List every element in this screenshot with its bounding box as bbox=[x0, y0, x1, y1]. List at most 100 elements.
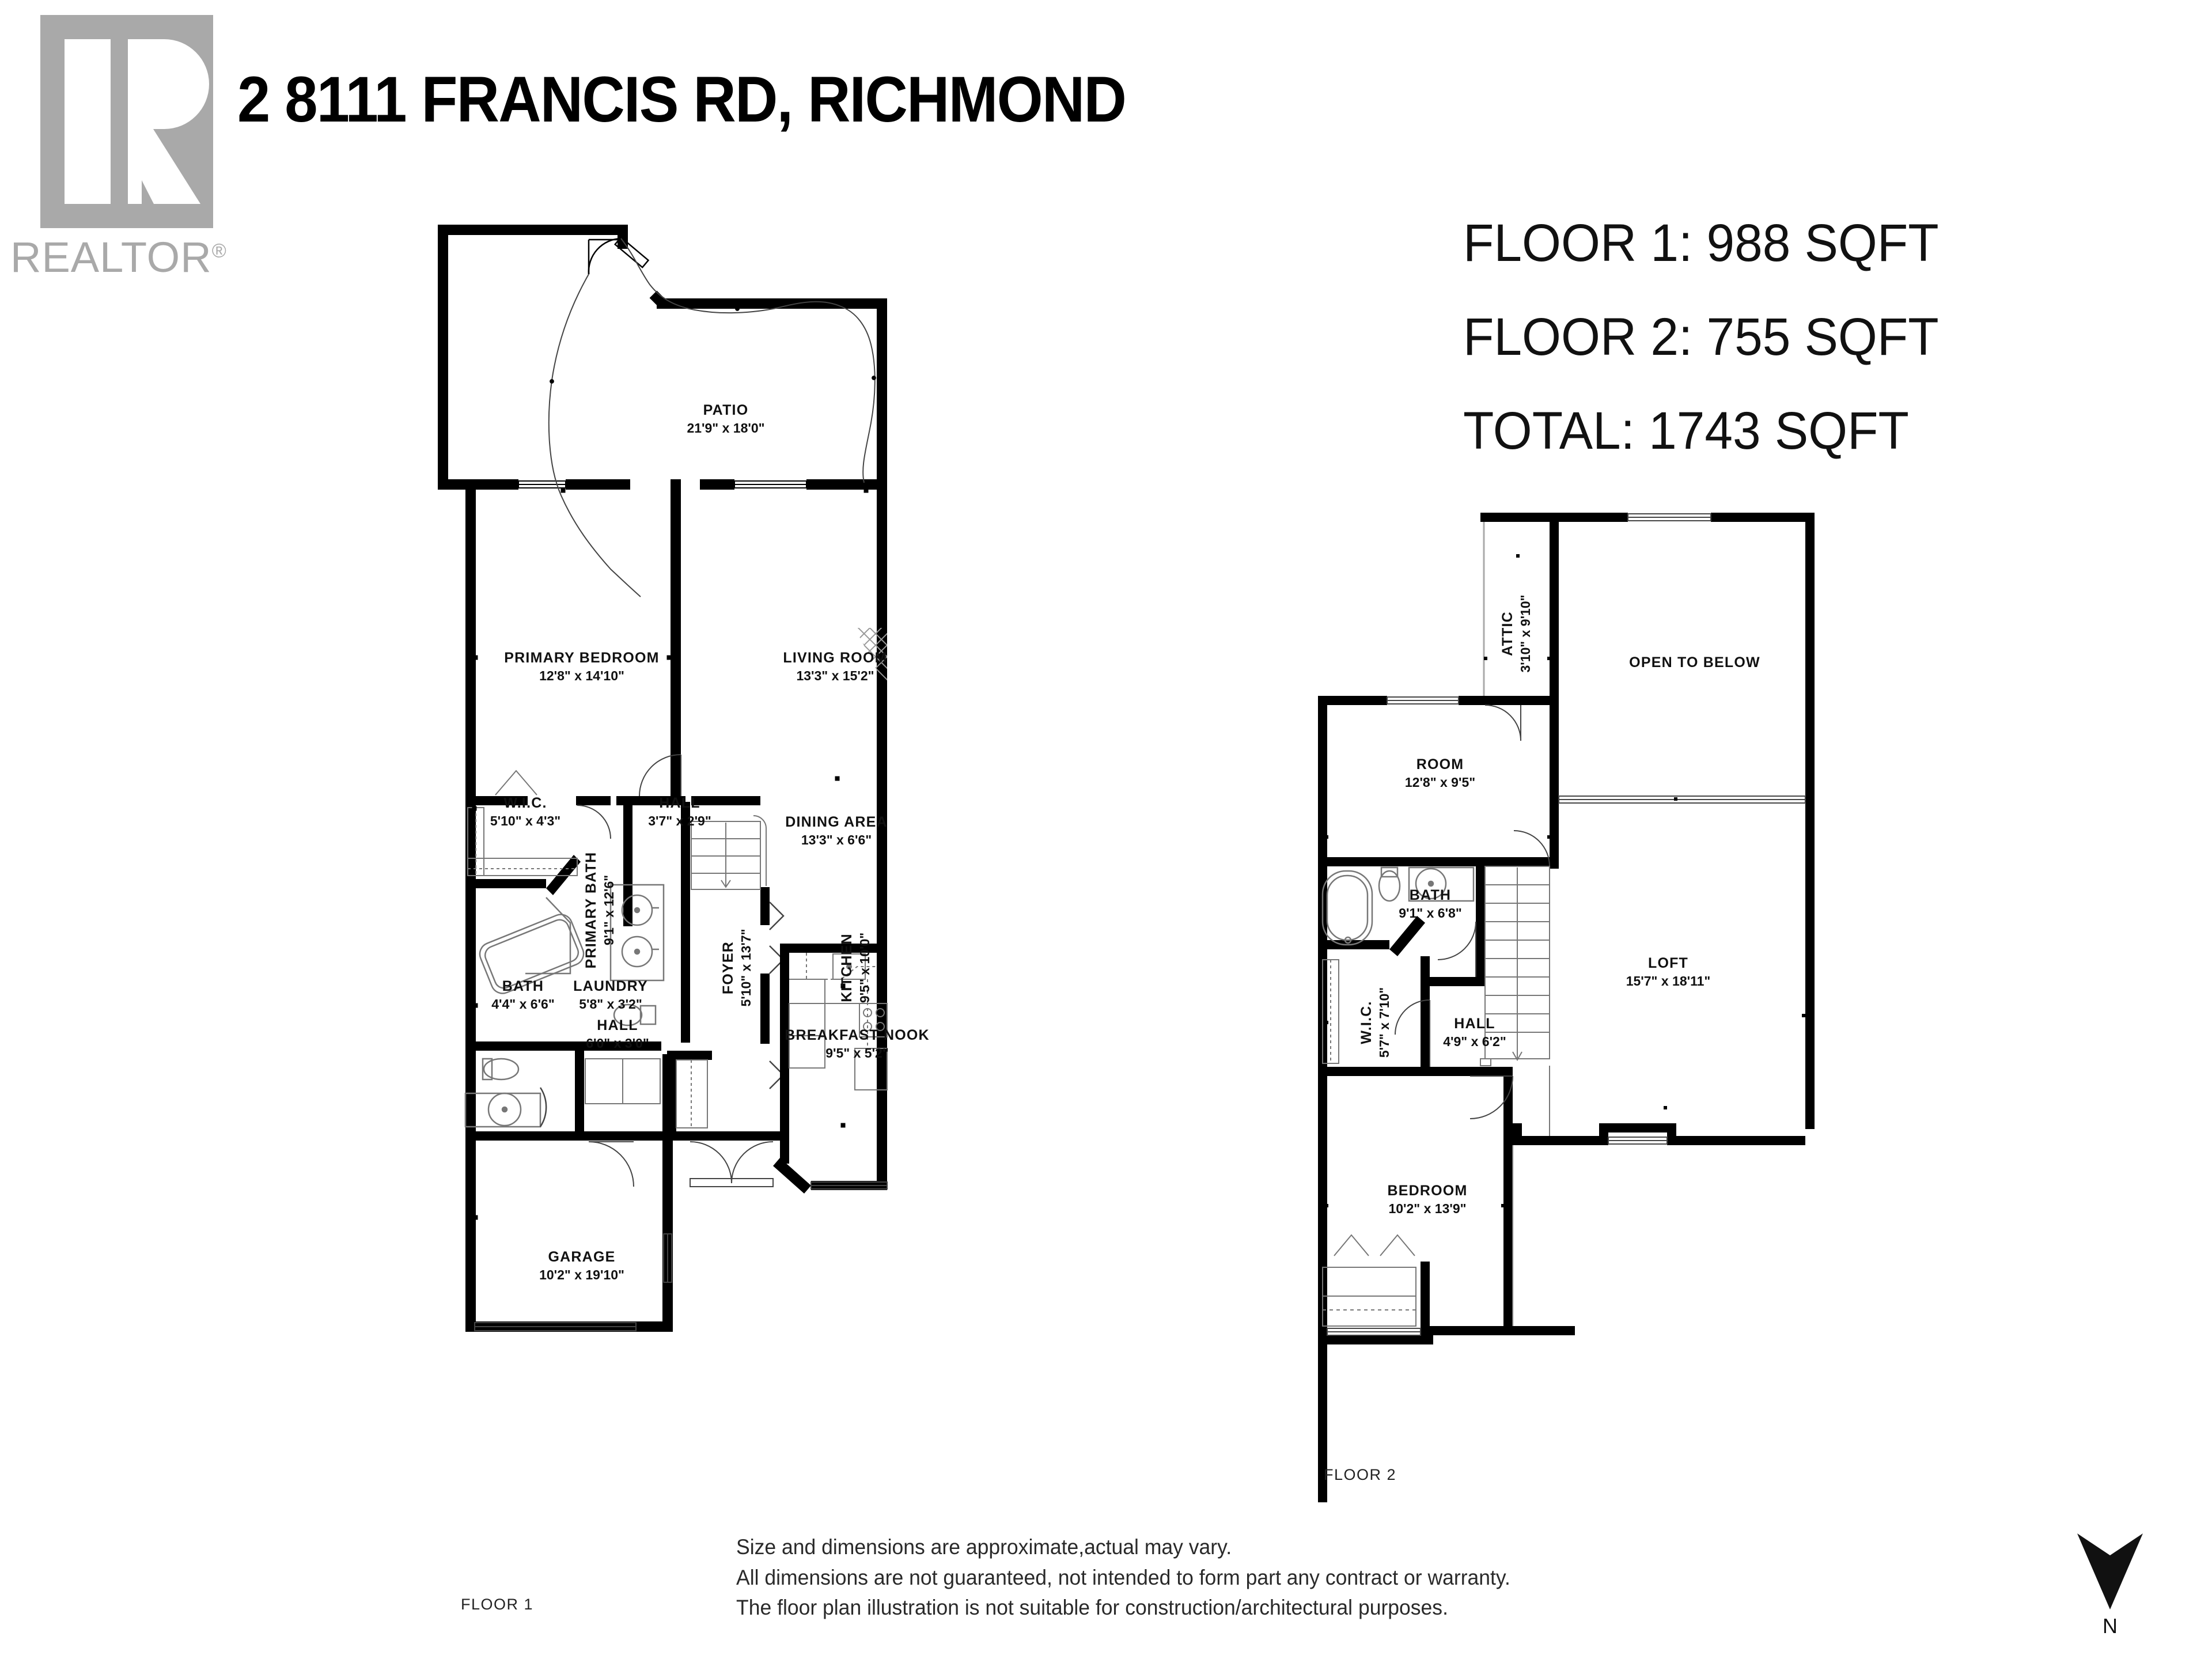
floor2-area: FLOOR 2: 755 SQFT bbox=[1463, 308, 1939, 366]
room-dimension: 10'2" x 19'10" bbox=[539, 1267, 624, 1282]
garage-walls bbox=[662, 1282, 673, 1332]
room-label: LAUNDRY 5'8" x 3'2" bbox=[573, 978, 648, 1012]
room-dimension: 13'3" x 15'2" bbox=[796, 668, 874, 683]
room-dimension: 9'1" x 12'6" bbox=[601, 875, 616, 945]
room-dimension: 6'0" x 3'0" bbox=[586, 1036, 649, 1051]
room-dimension: 15'7" x 18'11" bbox=[1626, 974, 1711, 988]
room-name: BREAKFAST NOOK bbox=[785, 1027, 930, 1043]
floor1-area: FLOOR 1: 988 SQFT bbox=[1463, 214, 1939, 272]
room-label: W.I.C.5'7" x 7'10" bbox=[1358, 987, 1392, 1058]
realtor-r-mark bbox=[40, 15, 213, 228]
room-dimension: 13'3" x 6'6" bbox=[801, 832, 872, 847]
wic-door bbox=[577, 805, 611, 839]
room-label: LIVING ROOM 13'3" x 15'2" bbox=[783, 650, 887, 683]
area-summary: FLOOR 1: 988 SQFT FLOOR 2: 755 SQFT TOTA… bbox=[1463, 213, 1964, 495]
north-arrow-icon bbox=[2077, 1533, 2143, 1609]
realtor-wordmark-text: REALTOR bbox=[10, 233, 212, 281]
floor1-room-labels: PATIO 21'9" x 18'0" PRIMARY BEDROOM 12'8" x… bbox=[490, 402, 930, 1282]
room-name: LIVING ROOM bbox=[783, 650, 887, 666]
floor1-geometry bbox=[438, 225, 888, 1332]
laundry-fixtures bbox=[585, 1058, 661, 1104]
room-name: OPEN TO BELOW bbox=[1629, 654, 1760, 671]
open-to-below-rail bbox=[1558, 796, 1806, 804]
patio-corner-door bbox=[588, 236, 650, 275]
bedroom-door bbox=[639, 754, 681, 797]
disclaimer-line-2: All dimensions are not guaranteed, not i… bbox=[736, 1565, 1510, 1589]
disclaimer: Size and dimensions are approximate,actu… bbox=[736, 1532, 1600, 1623]
room-name: LOFT bbox=[1648, 955, 1688, 971]
north-label: N bbox=[2103, 1614, 2118, 1638]
floor2-wic-shelving bbox=[1322, 959, 1339, 1064]
room-label: PATIO 21'9" x 18'0" bbox=[687, 402, 764, 435]
hall-door bbox=[588, 1141, 634, 1187]
room-dimension: 5'10" x 4'3" bbox=[490, 813, 560, 828]
room-dimension: 5'7" x 7'10" bbox=[1377, 987, 1392, 1058]
loft-lower-walls bbox=[1513, 1123, 1522, 1145]
stair-run-floor2 bbox=[1480, 866, 1550, 1066]
realtor-logo: REALTOR® bbox=[10, 8, 235, 290]
page-title: 2 8111 FRANCIS RD, RICHMOND bbox=[237, 63, 1127, 135]
room-dimension: 5'10" x 13'7" bbox=[738, 929, 753, 1006]
room-dimension: 3'10" x 9'10" bbox=[1518, 594, 1533, 672]
room-dimension: 12'8" x 14'10" bbox=[539, 668, 624, 683]
patio-walls bbox=[438, 225, 887, 490]
hall-stair-walls bbox=[465, 796, 788, 1141]
floor2-bath-fixtures bbox=[1321, 866, 1475, 946]
room-label: HALL 6'0" x 3'0" bbox=[586, 1017, 649, 1051]
room-name: PATIO bbox=[703, 402, 749, 418]
room-name: W.I.C. bbox=[1358, 1001, 1374, 1044]
room-dimension: 4'4" x 6'6" bbox=[491, 997, 555, 1012]
kitchen-cabinets bbox=[789, 953, 888, 1090]
room-name: LAUNDRY bbox=[573, 978, 648, 994]
patio-edge-right bbox=[620, 238, 876, 483]
room-name: KITCHEN bbox=[839, 933, 855, 1002]
room-dimension: 9'1" x 6'8" bbox=[1399, 906, 1462, 921]
floor2-caption: FLOOR 2 bbox=[1324, 1466, 1397, 1483]
floor2-wall-ticks bbox=[1325, 554, 1805, 1207]
room-dimension: 21'9" x 18'0" bbox=[687, 421, 764, 435]
room-dimension: 4'9" x 6'2" bbox=[1443, 1034, 1506, 1049]
room-name: BEDROOM bbox=[1388, 1183, 1468, 1199]
primary-bath-fixtures bbox=[479, 884, 665, 1027]
realtor-wordmark: REALTOR® bbox=[10, 233, 241, 285]
foyer-closet bbox=[676, 1059, 708, 1128]
room-name: ATTIC bbox=[1499, 611, 1516, 656]
room-dimension: 9'5" x 5'2" bbox=[825, 1046, 889, 1060]
room-dimension: 9'5" x 10'0" bbox=[857, 933, 872, 1003]
room-label: W.I.C.5'10" x 4'3" bbox=[490, 795, 560, 828]
room-name: PRIMARY BEDROOM bbox=[504, 650, 659, 666]
room-label: BEDROOM 10'2" x 13'9" bbox=[1388, 1183, 1468, 1216]
disclaimer-line-1: Size and dimensions are approximate,actu… bbox=[736, 1535, 1232, 1559]
stair-run-floor1 bbox=[691, 815, 767, 890]
foyer-entry-doors bbox=[690, 1141, 774, 1187]
patio-edge-left bbox=[548, 274, 641, 597]
room-label: LOFT 15'7" x 18'11" bbox=[1626, 955, 1711, 988]
patio-slider bbox=[518, 480, 807, 488]
patio-nodes bbox=[550, 306, 876, 384]
room-dimension: 10'2" x 13'9" bbox=[1388, 1201, 1466, 1216]
room-dimension: 3'7" x 2'9" bbox=[648, 813, 711, 828]
floor2-windows bbox=[1327, 513, 1711, 1336]
room-dimension: 5'8" x 3'2" bbox=[579, 997, 642, 1012]
registered-mark-icon: ® bbox=[211, 240, 227, 262]
wall-ticks bbox=[472, 488, 887, 1220]
room-label: PRIMARY BEDROOM 12'8" x 14'10" bbox=[504, 650, 659, 683]
room-name: HALL bbox=[597, 1017, 638, 1033]
loft-thin-walls bbox=[1512, 1066, 1550, 1326]
floor-1-floorplan: PATIO 21'9" x 18'0" PRIMARY BEDROOM 12'8" x… bbox=[438, 225, 979, 1596]
bedroom-closet bbox=[1322, 1234, 1416, 1327]
disclaimer-line-3: The floor plan illustration is not suita… bbox=[736, 1596, 1448, 1620]
room-name: ROOM bbox=[1416, 756, 1464, 772]
floor1-caption: FLOOR 1 bbox=[461, 1596, 534, 1613]
